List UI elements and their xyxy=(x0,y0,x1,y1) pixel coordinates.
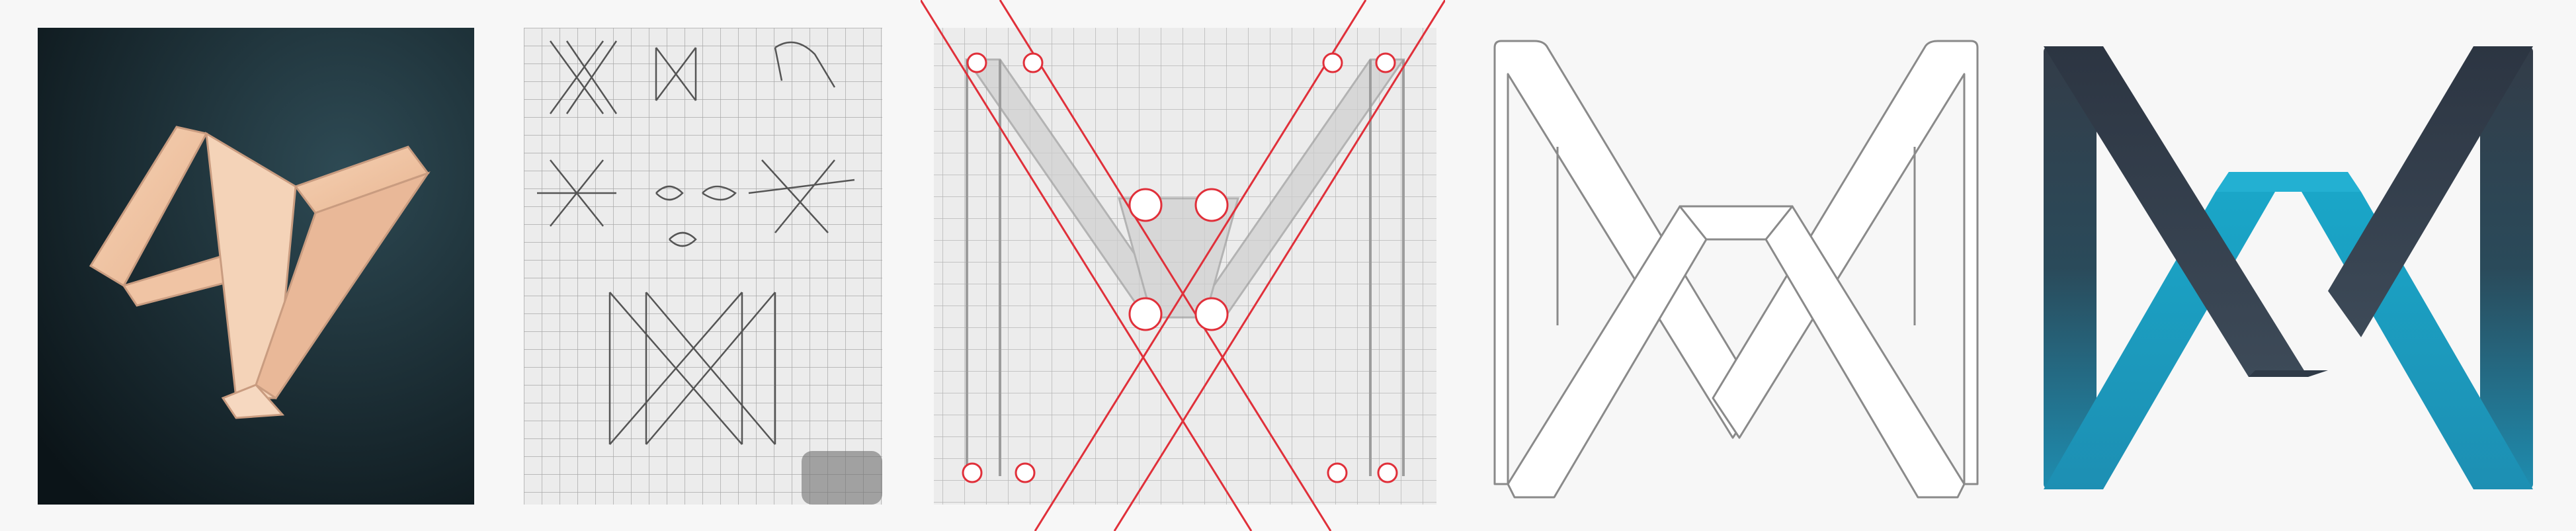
pencil-sketches xyxy=(524,28,882,505)
construction-grid xyxy=(921,0,1445,531)
sketch-icon xyxy=(524,28,882,505)
grid-icon xyxy=(921,0,1445,531)
logo-icon xyxy=(2044,46,2533,489)
folded-paper-icon xyxy=(38,28,474,505)
paper-model-photo xyxy=(38,28,474,505)
outline-logo xyxy=(1481,28,1991,505)
logo-outline-icon xyxy=(1493,40,1979,499)
final-logo xyxy=(2037,40,2540,496)
